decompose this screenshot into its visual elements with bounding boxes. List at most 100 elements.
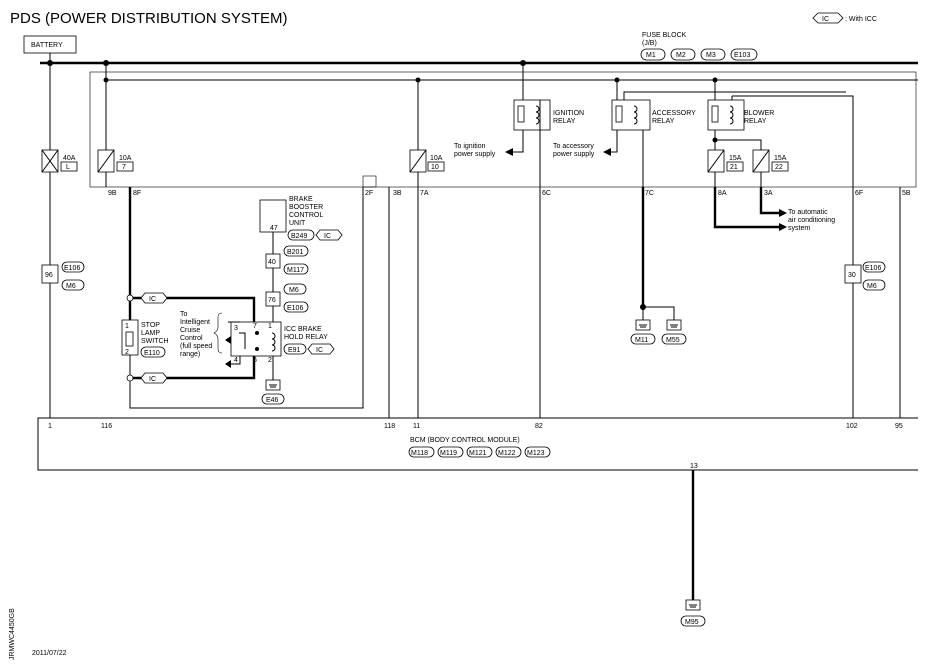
aircon-note-3: system (788, 225, 810, 232)
battery-bus (40, 53, 918, 418)
term-8a: 8A (718, 190, 727, 197)
stop-lamp-label-1: STOP (141, 322, 160, 329)
fuse-block-connectors: M1 M2 M3 E103 (640, 48, 758, 61)
conn-m55: M55 (666, 337, 680, 344)
fuse-block-title: FUSE BLOCK (642, 32, 687, 39)
conn-e110: E110 (144, 350, 160, 357)
term-7a: 7A (420, 190, 429, 197)
icc-pin-2: 2 (268, 357, 272, 364)
fb-connector-e103: E103 (734, 52, 750, 59)
blower-relay-label-2: RELAY (744, 118, 767, 125)
conn-e106: E106 (287, 305, 303, 312)
ignition-relay-label-2: RELAY (553, 118, 576, 125)
icc-note-3: Cruise (180, 327, 200, 334)
stop-lamp-pin-2: 2 (125, 349, 129, 356)
ground-m55: M55 (661, 319, 687, 345)
fuse-15a-21-no: 21 (730, 164, 738, 171)
fuse-40a: 40A L (41, 149, 78, 173)
ic-tag-lower: IC (149, 376, 156, 383)
icc-pin-4: 4 (234, 357, 238, 364)
icc-note-2: Intelligent (180, 319, 210, 326)
footer-date: 2011/07/22 (32, 650, 67, 657)
harness-right-pin: 30 (848, 272, 856, 279)
term-2f: 2F (365, 190, 373, 197)
icc-relay-label-2: HOLD RELAY (284, 334, 328, 341)
ic-tag-e91: IC (316, 347, 323, 354)
fuse-15a-22-no: 22 (775, 164, 783, 171)
harness-left-conn2: M6 (66, 283, 76, 290)
fuse-15a-22-amp: 15A (774, 155, 787, 162)
circuit-wires: To automatic air conditioning system (128, 175, 901, 418)
fuse-10a-7: 10A 7 (97, 80, 134, 187)
fuse-10a-10-no: 10 (431, 164, 439, 171)
icc-relay-label-1: ICC BRAKE (284, 326, 322, 333)
conn-b201: B201 (287, 249, 303, 256)
brake-booster-label-3: CONTROL (289, 212, 323, 219)
bcm-label: BCM (BODY CONTROL MODULE) (410, 437, 520, 444)
ignition-relay: IGNITION RELAY To ignition power supply (454, 63, 584, 418)
accessory-relay-label-1: ACCESSORY (652, 110, 696, 117)
ground-m95: M95 (680, 470, 706, 627)
conn-e46: E46 (266, 397, 279, 404)
harness-right: 30 E106 M6 (844, 261, 886, 291)
legend-text: : With ICC (845, 16, 877, 23)
bcm-pin-82: 82 (535, 423, 543, 430)
bcm-ground-pin: 13 (690, 463, 698, 470)
conn-m11: M11 (635, 337, 648, 344)
term-8f: 8F (133, 190, 141, 197)
brake-booster-label-2: BOOSTER (289, 204, 323, 211)
term-9b: 9B (108, 190, 117, 197)
brake-booster-control-unit: BRAKE BOOSTER CONTROL UNIT 47 B249 IC 40… (259, 196, 343, 322)
accessory-relay: ACCESSORY RELAY To accessory power suppl… (553, 80, 696, 187)
harness-right-conn1: E106 (865, 265, 881, 272)
fb-connector-m2: M2 (676, 52, 686, 59)
legend: IC : With ICC (812, 12, 877, 24)
fuse-10a-10: 10A 10 (409, 80, 445, 187)
fuse-10a-7-amp: 10A (119, 155, 132, 162)
brake-booster-label-4: UNIT (289, 220, 306, 227)
ignition-supply-note-2: power supply (454, 151, 496, 158)
bcm-pin-95: 95 (895, 423, 903, 430)
fuse-40a-amp: 40A (63, 155, 76, 162)
harness-left-conn1: E106 (64, 265, 80, 272)
icc-note-1: To (180, 311, 188, 318)
term-3a: 3A (764, 190, 773, 197)
battery-label: BATTERY (31, 42, 63, 49)
ignition-relay-label-1: IGNITION (553, 110, 584, 117)
term-7c: 7C (645, 190, 654, 197)
fuse-10a-7-no: 7 (122, 164, 126, 171)
ground-m11: M11 (630, 319, 656, 345)
aircon-note-2: air conditioning (788, 217, 835, 224)
icc-note-5: (full speed (180, 343, 212, 350)
ignition-supply-note-1: To ignition (454, 143, 486, 150)
fuse-15a-21-amp: 15A (729, 155, 742, 162)
stop-lamp-label-3: SWITCH (141, 338, 169, 345)
brake-pin-40: 40 (268, 259, 276, 266)
icc-pin-7: 7 (253, 323, 257, 330)
brake-pin-76: 76 (268, 297, 276, 304)
bcm-pin-1: 1 (48, 423, 52, 430)
bcm-pin-116: 116 (101, 423, 112, 430)
bcm-pin-11: 11 (413, 423, 420, 430)
bcm-conn-m123: M123 (527, 450, 545, 457)
icc-brake-hold-relay: 3 7 1 4 6 2 ICC BRAKE HOLD RELAY E91 IC … (130, 296, 335, 405)
stop-lamp-switch: 1 2 STOP LAMP SWITCH E110 (121, 319, 169, 358)
ic-junctions: IC IC (126, 292, 168, 384)
stop-lamp-label-2: LAMP (141, 330, 160, 337)
bcm-conn-m122: M122 (498, 450, 516, 457)
term-6f: 6F (855, 190, 863, 197)
fuse-15a-22: 15A 22 (752, 149, 789, 173)
ic-tag-upper: IC (149, 296, 156, 303)
accessory-relay-label-2: RELAY (652, 118, 675, 125)
stop-lamp-pin-1: 1 (125, 323, 129, 330)
bcm-pin-118: 118 (384, 423, 395, 430)
page-title: PDS (POWER DISTRIBUTION SYSTEM) (10, 10, 288, 27)
fuse-40a-no: L (66, 164, 70, 171)
icc-pin-3: 3 (234, 325, 238, 332)
ic-tag-b249: IC (324, 233, 331, 240)
icc-note-4: Control (180, 335, 203, 342)
bcm-pin-102: 102 (846, 423, 858, 430)
brake-booster-label-1: BRAKE (289, 196, 313, 203)
fuse-10a-10-amp: 10A (430, 155, 443, 162)
